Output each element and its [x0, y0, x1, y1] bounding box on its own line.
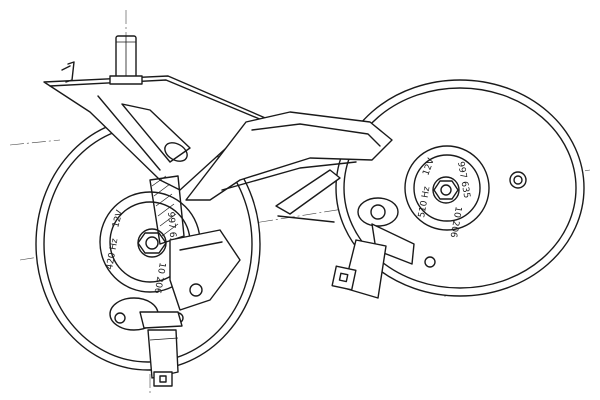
bracket-right-tab	[275, 169, 341, 215]
left-horn-terminal-block	[139, 311, 183, 329]
bracket-lock-tab	[65, 61, 75, 83]
left-horn-connector-body	[147, 329, 179, 379]
left-horn-connector-plug	[153, 371, 173, 387]
mounting-stud	[109, 35, 143, 85]
stud-washer	[109, 75, 143, 85]
right-horn-inner-ring	[413, 154, 481, 222]
right-horn-label-ring	[404, 145, 490, 231]
right-horn-hex-nut	[432, 176, 460, 204]
left-horn-nut-hex	[137, 232, 167, 254]
mounting-bracket	[43, 61, 393, 311]
bracket-support-leg	[169, 229, 241, 311]
right-horn-connector-plug	[331, 265, 357, 291]
right-horn: 12V 997 635 10 206 510 Hz	[331, 79, 585, 299]
right-horn-terminal-block	[371, 223, 415, 265]
right-horn-center-bolt	[440, 184, 452, 196]
right-horn-terminal-boss	[357, 197, 399, 227]
bracket-adjust-slot	[121, 103, 191, 163]
right-horn-inner-rim	[343, 87, 577, 289]
left-horn-center-bolt	[145, 236, 159, 250]
bracket-connecting-arm	[185, 111, 393, 201]
right-horn-nut-hex	[433, 180, 459, 200]
left-horn-voltage-label: 12V	[111, 208, 125, 228]
right-horn-mount-hole	[509, 171, 527, 189]
